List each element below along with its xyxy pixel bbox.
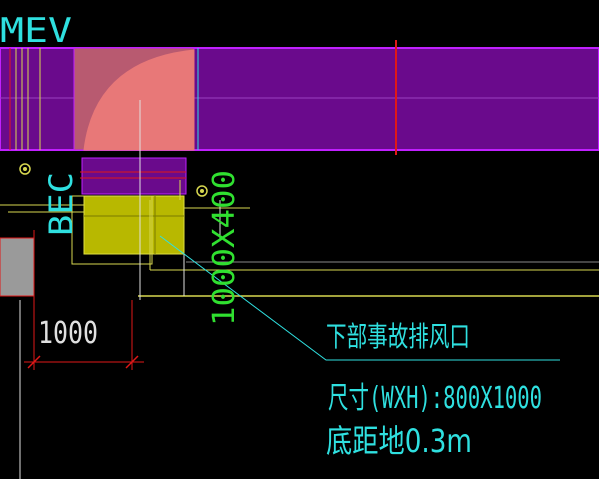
pipe-marker-icon [196, 185, 208, 197]
callout-size: 尺寸(WXH):800X1000 [328, 381, 542, 416]
callout-title: 下部事故排风口 [326, 320, 470, 353]
duct-size-label: 1000X400 [207, 170, 242, 326]
mev-label: MEV [0, 11, 72, 51]
equipment-block [0, 237, 35, 297]
dimension-label: 1000 [38, 316, 98, 351]
pipe-marker-icon [23, 167, 27, 171]
drop-duct [81, 157, 187, 195]
grille-outline [71, 195, 153, 265]
pipe-marker-icon [19, 163, 31, 175]
exhaust-grille [83, 195, 185, 255]
elbow-curve [83, 49, 195, 151]
bec-label: BEC [42, 172, 80, 236]
dimension-tick [27, 355, 41, 369]
pipe-marker-icon [200, 189, 204, 193]
dimension-tick [125, 355, 139, 369]
leader-line [159, 235, 560, 361]
callout-height: 底距地0.3m [326, 422, 472, 460]
